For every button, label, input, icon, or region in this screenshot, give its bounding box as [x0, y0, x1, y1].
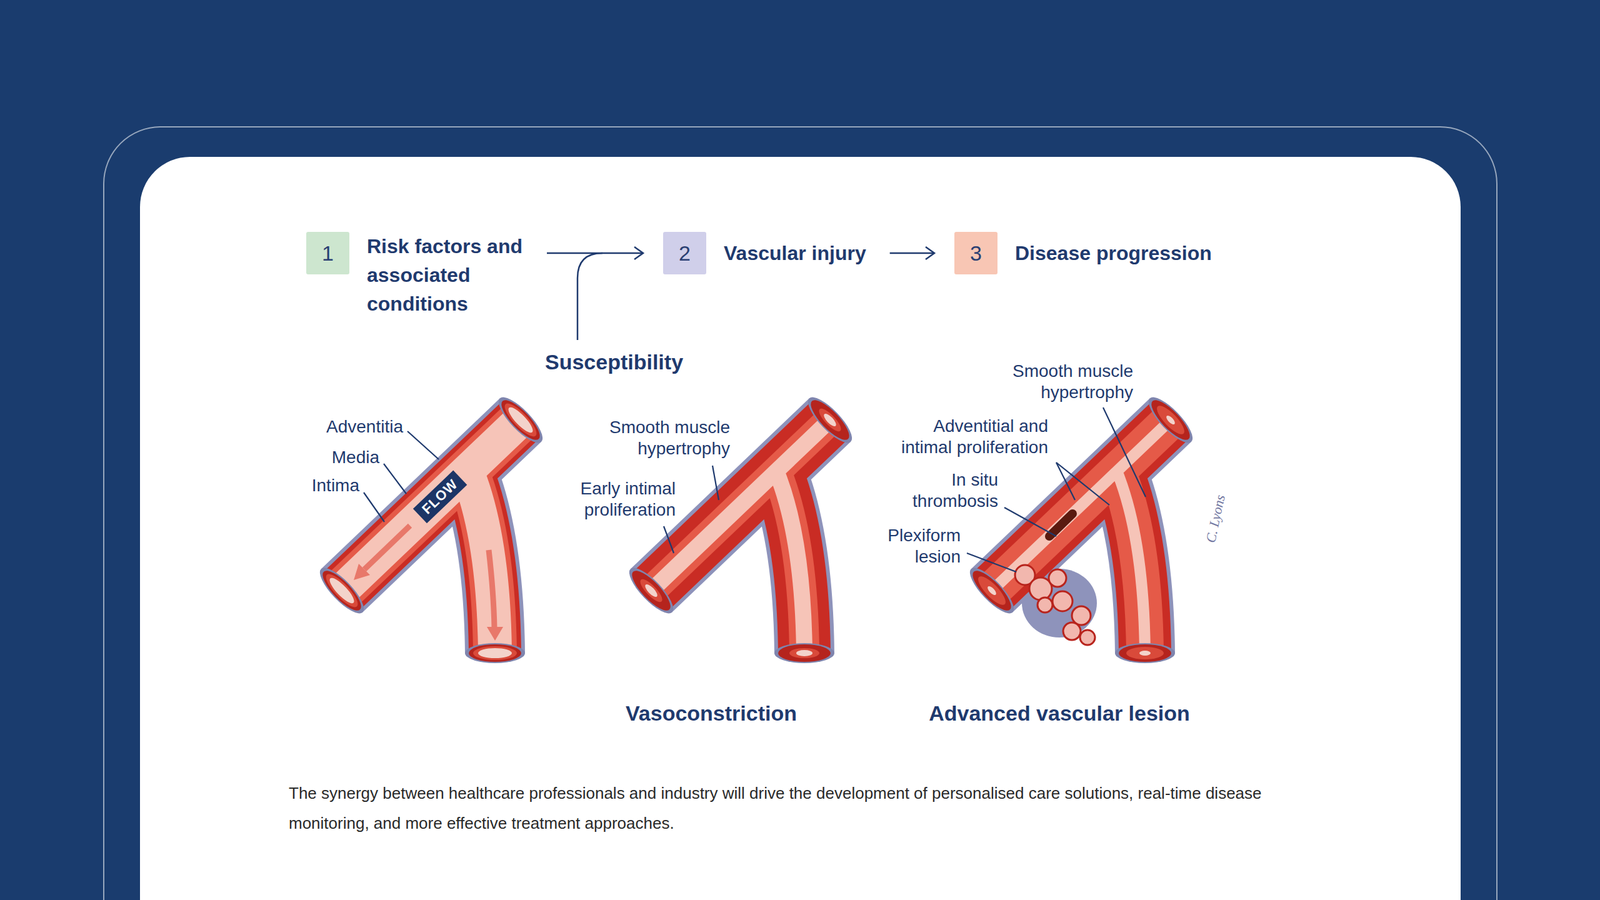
- stage-node: 2 Vascular injury: [663, 231, 867, 275]
- panel-title: Vasoconstriction: [625, 700, 797, 727]
- step-heading: Vascular injury: [723, 238, 867, 268]
- flow-arrow: [364, 525, 410, 570]
- panel-title: Advanced vascular lesion: [928, 700, 1190, 727]
- thrombus: [1049, 513, 1073, 537]
- flow-arrowhead: [486, 626, 504, 641]
- layer-label: Adventitia: [326, 416, 404, 438]
- plexiform-lesion: [1015, 565, 1095, 645]
- vessel-cap: [801, 391, 858, 449]
- connector-line: [890, 252, 935, 255]
- vessel-cap: [1115, 643, 1175, 664]
- flow-arrowhead: [353, 563, 370, 580]
- stage-node: 3 Disease progression: [954, 231, 1212, 275]
- vessel-cap: [313, 561, 370, 620]
- step-heading: Risk factors and associated conditions: [366, 231, 524, 319]
- step-number: 1: [306, 231, 350, 275]
- vessel-cap: [774, 643, 835, 664]
- flow-arrow: [488, 550, 495, 629]
- flow-connector: [890, 246, 935, 260]
- flow-connector: [546, 246, 644, 260]
- layer-label: Media: [331, 446, 380, 469]
- connector-line: [546, 252, 644, 255]
- vessel-cap: [465, 643, 525, 664]
- callout-label: Smooth muscle hypertrophy: [989, 360, 1134, 404]
- stage-node: 1 Risk factors and associated conditions: [306, 231, 524, 319]
- callout-label: Smooth muscle hypertrophy: [586, 416, 730, 460]
- callout-label: In situ thrombosis: [898, 469, 999, 512]
- susceptibility-line: [577, 253, 603, 340]
- caption-text: The synergy between healthcare professio…: [288, 778, 1327, 839]
- step-number: 2: [663, 231, 707, 275]
- stage-note: Susceptibility: [545, 348, 684, 375]
- vessel-cap: [492, 391, 549, 449]
- arrowhead: [925, 246, 935, 260]
- vessel-cap: [623, 561, 679, 620]
- vessel-cap: [1142, 391, 1199, 449]
- step-number: 3: [954, 231, 998, 275]
- arrowhead: [634, 246, 644, 260]
- leader-lines: [363, 407, 1146, 572]
- layer-label: Intima: [311, 475, 360, 497]
- callout-label: Plexiform lesion: [873, 525, 961, 568]
- callout-label: Adventitial and intimal proliferation: [891, 415, 1049, 459]
- step-heading: Disease progression: [1015, 238, 1212, 268]
- callout-label: Early intimal proliferation: [550, 478, 676, 521]
- normal-artery: [313, 391, 549, 664]
